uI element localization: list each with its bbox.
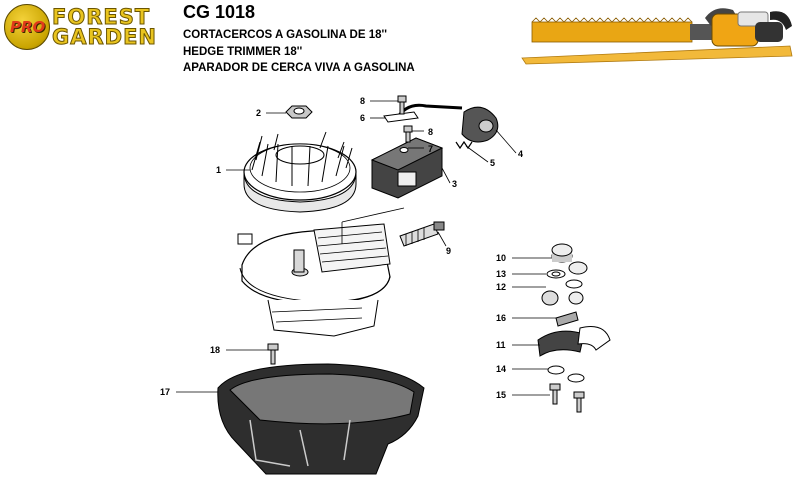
callout-13: 13 — [496, 269, 506, 279]
logo-text-line2: GARDEN — [51, 25, 158, 49]
part-clutch-spring — [555, 311, 579, 327]
part-bolt — [549, 383, 585, 413]
callout-17: 17 — [160, 387, 170, 397]
logo-badge: PRO — [4, 4, 50, 50]
callout-11: 11 — [496, 340, 506, 350]
callout-15: 15 — [496, 390, 506, 400]
part-spring — [455, 140, 473, 150]
part-ignition-coil — [370, 137, 444, 199]
callout-leaders — [176, 100, 556, 396]
part-clutch-lower-washers — [547, 365, 585, 383]
brand-logo: PRO FOREST GARDEN — [4, 4, 166, 50]
callout-7: 7 — [428, 144, 433, 154]
callout-9: 9 — [446, 246, 451, 256]
part-clutch-shoe — [537, 326, 611, 357]
part-screw-18 — [267, 343, 279, 365]
callout-14: 14 — [496, 364, 506, 374]
callout-16: 16 — [496, 313, 506, 323]
part-washer — [399, 147, 409, 153]
title-spanish-alt: APARADOR DE CERCA VIVA A GASOLINA — [183, 62, 415, 74]
callout-12: 12 — [496, 282, 506, 292]
callout-8b: 8 — [428, 127, 433, 137]
callout-10: 10 — [496, 253, 506, 263]
part-clutch-drum — [551, 243, 588, 275]
callout-2: 2 — [256, 108, 261, 118]
callout-3: 3 — [452, 179, 457, 189]
callout-8a: 8 — [360, 96, 365, 106]
callout-18: 18 — [210, 345, 220, 355]
part-flywheel — [243, 131, 357, 213]
part-nut — [285, 105, 313, 119]
hedge-trimmer-illustration — [521, 8, 793, 65]
callout-5: 5 — [490, 158, 495, 168]
logo-badge-text: PRO — [10, 18, 46, 36]
part-spark-plug-cap — [394, 103, 499, 143]
callout-6: 6 — [360, 113, 365, 123]
title-english: HEDGE TRIMMER 18'' — [183, 46, 303, 58]
callout-labels: 1 2 3 4 5 6 7 8 8 9 10 11 12 13 14 15 16… — [160, 96, 523, 400]
logo-text-line1: FOREST — [51, 5, 151, 29]
callout-1: 1 — [216, 165, 221, 175]
title-spanish: CORTACERCOS A GASOLINA DE 18'' — [183, 29, 387, 41]
part-spark-plug — [399, 221, 445, 247]
callout-4: 4 — [518, 149, 523, 159]
part-screw — [397, 95, 413, 143]
part-clutch-washers — [541, 269, 584, 306]
part-crankcase-cover — [217, 363, 425, 475]
model-code: CG 1018 — [183, 2, 256, 22]
engine-block — [237, 223, 391, 337]
